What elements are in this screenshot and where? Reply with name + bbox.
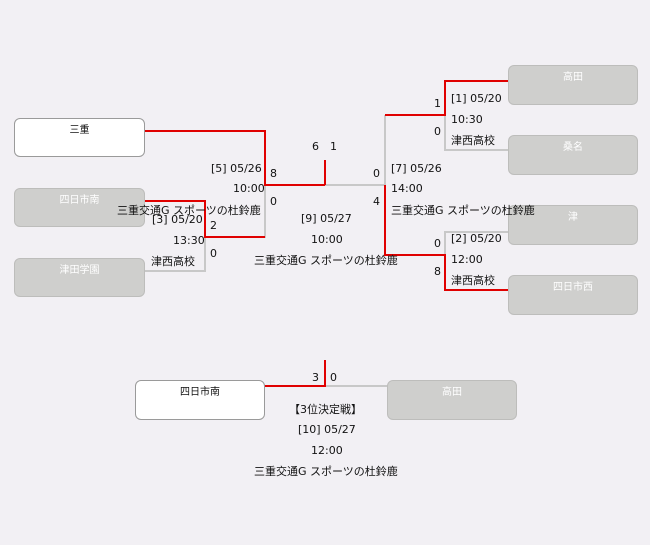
- m5-time: 10:00: [233, 182, 265, 195]
- team-tsu-label: 津: [568, 212, 578, 223]
- team-third-yokkaichi-minami-label: 四日市南: [180, 387, 220, 398]
- line-kuwana: [444, 115, 508, 151]
- team-kuwana[interactable]: 桑名: [508, 135, 638, 175]
- m2-time: 12:00: [451, 253, 483, 266]
- team-mie[interactable]: 三重: [14, 118, 145, 157]
- losing-paths: [145, 115, 508, 387]
- m9-label[interactable]: [9] 05/27: [301, 212, 352, 225]
- m1-score-bottom: 0: [434, 125, 441, 138]
- m5-score-bottom: 0: [270, 195, 277, 208]
- m3-label[interactable]: [3] 05/20: [152, 213, 203, 226]
- team-tsu[interactable]: 津: [508, 205, 638, 245]
- m7-score-bottom: 4: [373, 195, 380, 208]
- line-yokkaichi-minami: [145, 200, 265, 238]
- m9-score-right: 1: [330, 140, 337, 153]
- line-tsu: [444, 231, 508, 255]
- line-takada: [385, 80, 508, 116]
- team-yokkaichi-nishi[interactable]: 四日市西: [508, 275, 638, 315]
- m10-label[interactable]: [10] 05/27: [298, 423, 356, 436]
- m1-score-top: 1: [434, 97, 441, 110]
- m1-time: 10:30: [451, 113, 483, 126]
- m7-label[interactable]: [7] 05/26: [391, 162, 442, 175]
- team-yokkaichi-nishi-label: 四日市西: [553, 282, 593, 293]
- team-third-takada[interactable]: 高田: [387, 380, 517, 420]
- team-yokkaichi-minami-label: 四日市南: [59, 195, 100, 206]
- team-tsuda-gakuen-label: 津田学園: [59, 265, 100, 276]
- m7-venue: 三重交通G スポーツの杜鈴鹿: [391, 204, 535, 217]
- m9-venue: 三重交通G スポーツの杜鈴鹿: [254, 254, 398, 267]
- team-third-yokkaichi-minami[interactable]: 四日市南: [135, 380, 265, 420]
- m10-time: 12:00: [311, 444, 343, 457]
- m10-score-right: 0: [330, 371, 337, 384]
- m3-venue: 津西高校: [151, 255, 195, 268]
- line-third-minami: [265, 360, 326, 387]
- m10-venue: 三重交通G スポーツの杜鈴鹿: [254, 465, 398, 478]
- m7-score-top: 0: [373, 167, 380, 180]
- m3-score-bottom: 0: [210, 247, 217, 260]
- m1-venue: 津西高校: [451, 134, 495, 147]
- team-kuwana-label: 桑名: [563, 142, 583, 153]
- m5-score-top: 8: [270, 167, 277, 180]
- m2-score-bottom: 8: [434, 265, 441, 278]
- m2-score-top: 0: [434, 237, 441, 250]
- line-tsuda-gakuen: [145, 237, 206, 272]
- m10-score-left: 3: [312, 371, 319, 384]
- m9-score-left: 6: [312, 140, 319, 153]
- m5-label[interactable]: [5] 05/26: [211, 162, 262, 175]
- line-mie: [145, 130, 325, 186]
- team-takada-label: 高田: [563, 72, 583, 83]
- m3-time: 13:30: [173, 234, 205, 247]
- line-yokkaichi-nishi: [384, 185, 508, 291]
- m5-venue: 三重交通G スポーツの杜鈴鹿: [117, 204, 261, 217]
- team-mie-label: 三重: [69, 125, 90, 136]
- m1-label[interactable]: [1] 05/20: [451, 92, 502, 105]
- m3-score-top: 2: [210, 219, 217, 232]
- m9-time: 10:00: [311, 233, 343, 246]
- m2-venue: 津西高校: [451, 274, 495, 287]
- winning-paths: [145, 80, 508, 387]
- team-yokkaichi-minami[interactable]: 四日市南: [14, 188, 145, 227]
- team-third-takada-label: 高田: [442, 387, 462, 398]
- m2-label[interactable]: [2] 05/20: [451, 232, 502, 245]
- m7-time: 14:00: [391, 182, 423, 195]
- team-takada[interactable]: 高田: [508, 65, 638, 105]
- m10-title: 【3位決定戦】: [289, 403, 362, 416]
- team-tsuda-gakuen[interactable]: 津田学園: [14, 258, 145, 297]
